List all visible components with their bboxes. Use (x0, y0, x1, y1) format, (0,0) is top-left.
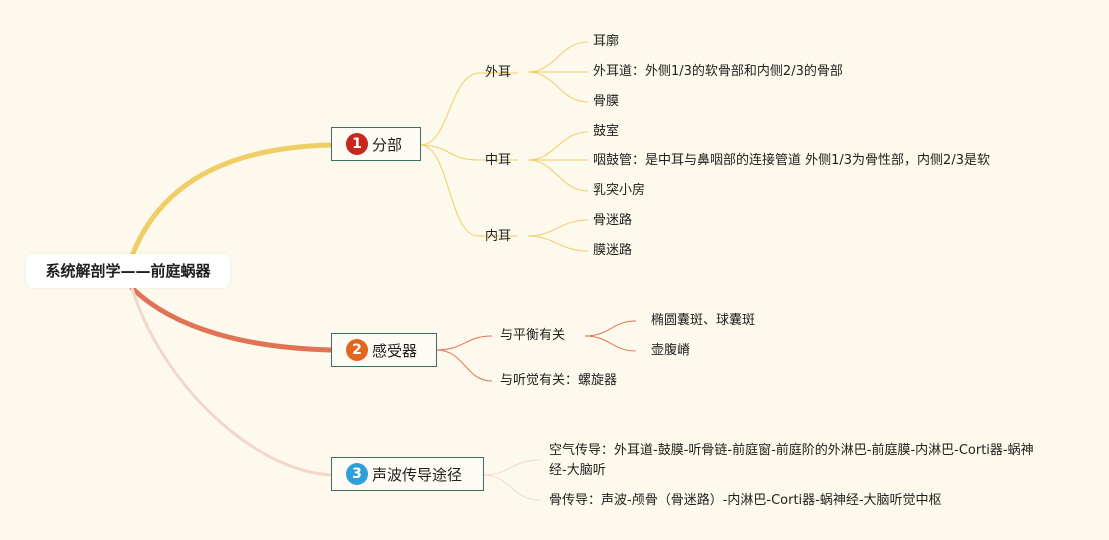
branch1-zhonger-link (419, 144, 518, 161)
root-branch3-link (130, 286, 333, 477)
branch3-gu-link (482, 474, 541, 501)
leaf-yanguguan[interactable]: 咽鼓管：是中耳与鼻咽部的连接管道 外侧1/3为骨性部，内侧2/3是软 (593, 153, 990, 168)
branch3-kongqi-link (482, 459, 541, 476)
pingheng-item-link-1 (584, 320, 637, 337)
subtopic-waier[interactable]: 外耳 (485, 65, 512, 80)
branch-label: 感受器 (372, 341, 418, 360)
branch-ganshouqi[interactable]: 2 感受器 (331, 333, 437, 367)
branch-label: 声波传导途径 (372, 465, 463, 484)
pingheng-item-link-2 (584, 335, 637, 352)
neier-item-link-1 (527, 219, 589, 237)
zhonger-item-link-3 (527, 159, 589, 192)
number-badge-2: 2 (346, 339, 368, 361)
branch-label: 分部 (372, 135, 403, 154)
leaf-gushi[interactable]: 鼓室 (593, 124, 620, 139)
leaf-tuoyuannangban[interactable]: 椭圆囊斑、球囊斑 (651, 313, 756, 328)
branch2-pingheng-link (435, 335, 493, 351)
root-branch1-link (129, 142, 334, 259)
root-topic[interactable]: 系统解剖学——前庭蜗器 (26, 254, 230, 288)
leaf-rutuxiaofang[interactable]: 乳突小房 (593, 183, 646, 198)
leaf-gumo[interactable]: 骨膜 (593, 94, 620, 109)
branch2-tingjue-link (435, 349, 493, 382)
waier-item-link-1 (527, 41, 589, 73)
branch-fenbu[interactable]: 1 分部 (331, 127, 421, 161)
subtopic-zhonger[interactable]: 中耳 (485, 153, 512, 168)
waier-item-link-3 (527, 71, 589, 103)
number-badge-1: 1 (346, 133, 368, 155)
subtopic-neier[interactable]: 内耳 (485, 229, 512, 244)
subtopic-guchuandao[interactable]: 骨传导：声波-颅骨（骨迷路）-内淋巴-Corti器-蜗神经-大脑听觉中枢 (549, 493, 942, 508)
branch-shengbo[interactable]: 3 声波传导途径 (331, 457, 484, 491)
leaf-waierdao[interactable]: 外耳道：外侧1/3的软骨部和内侧2/3的骨部 (593, 64, 843, 79)
subtopic-pingheng[interactable]: 与平衡有关 (500, 328, 566, 343)
leaf-hufuji[interactable]: 壶腹嵴 (651, 343, 691, 358)
subtopic-kongqichuandao[interactable]: 空气传导：外耳道-鼓膜-听骨链-前庭窗-前庭阶的外淋巴-前庭膜-内淋巴-Cort… (549, 443, 1034, 478)
neier-item-link-2 (527, 235, 589, 252)
leaf-gumilu[interactable]: 骨迷路 (593, 213, 633, 228)
number-badge-3: 3 (346, 463, 368, 485)
root-branch2-link (129, 285, 334, 353)
branch1-waier-link (419, 72, 518, 146)
leaf-momilu[interactable]: 膜迷路 (593, 243, 633, 258)
zhonger-item-link-1 (527, 131, 589, 161)
branch1-neier-link (419, 144, 518, 237)
leaf-erkuo[interactable]: 耳廓 (593, 34, 620, 49)
subtopic-tingjue[interactable]: 与听觉有关：螺旋器 (500, 373, 618, 388)
